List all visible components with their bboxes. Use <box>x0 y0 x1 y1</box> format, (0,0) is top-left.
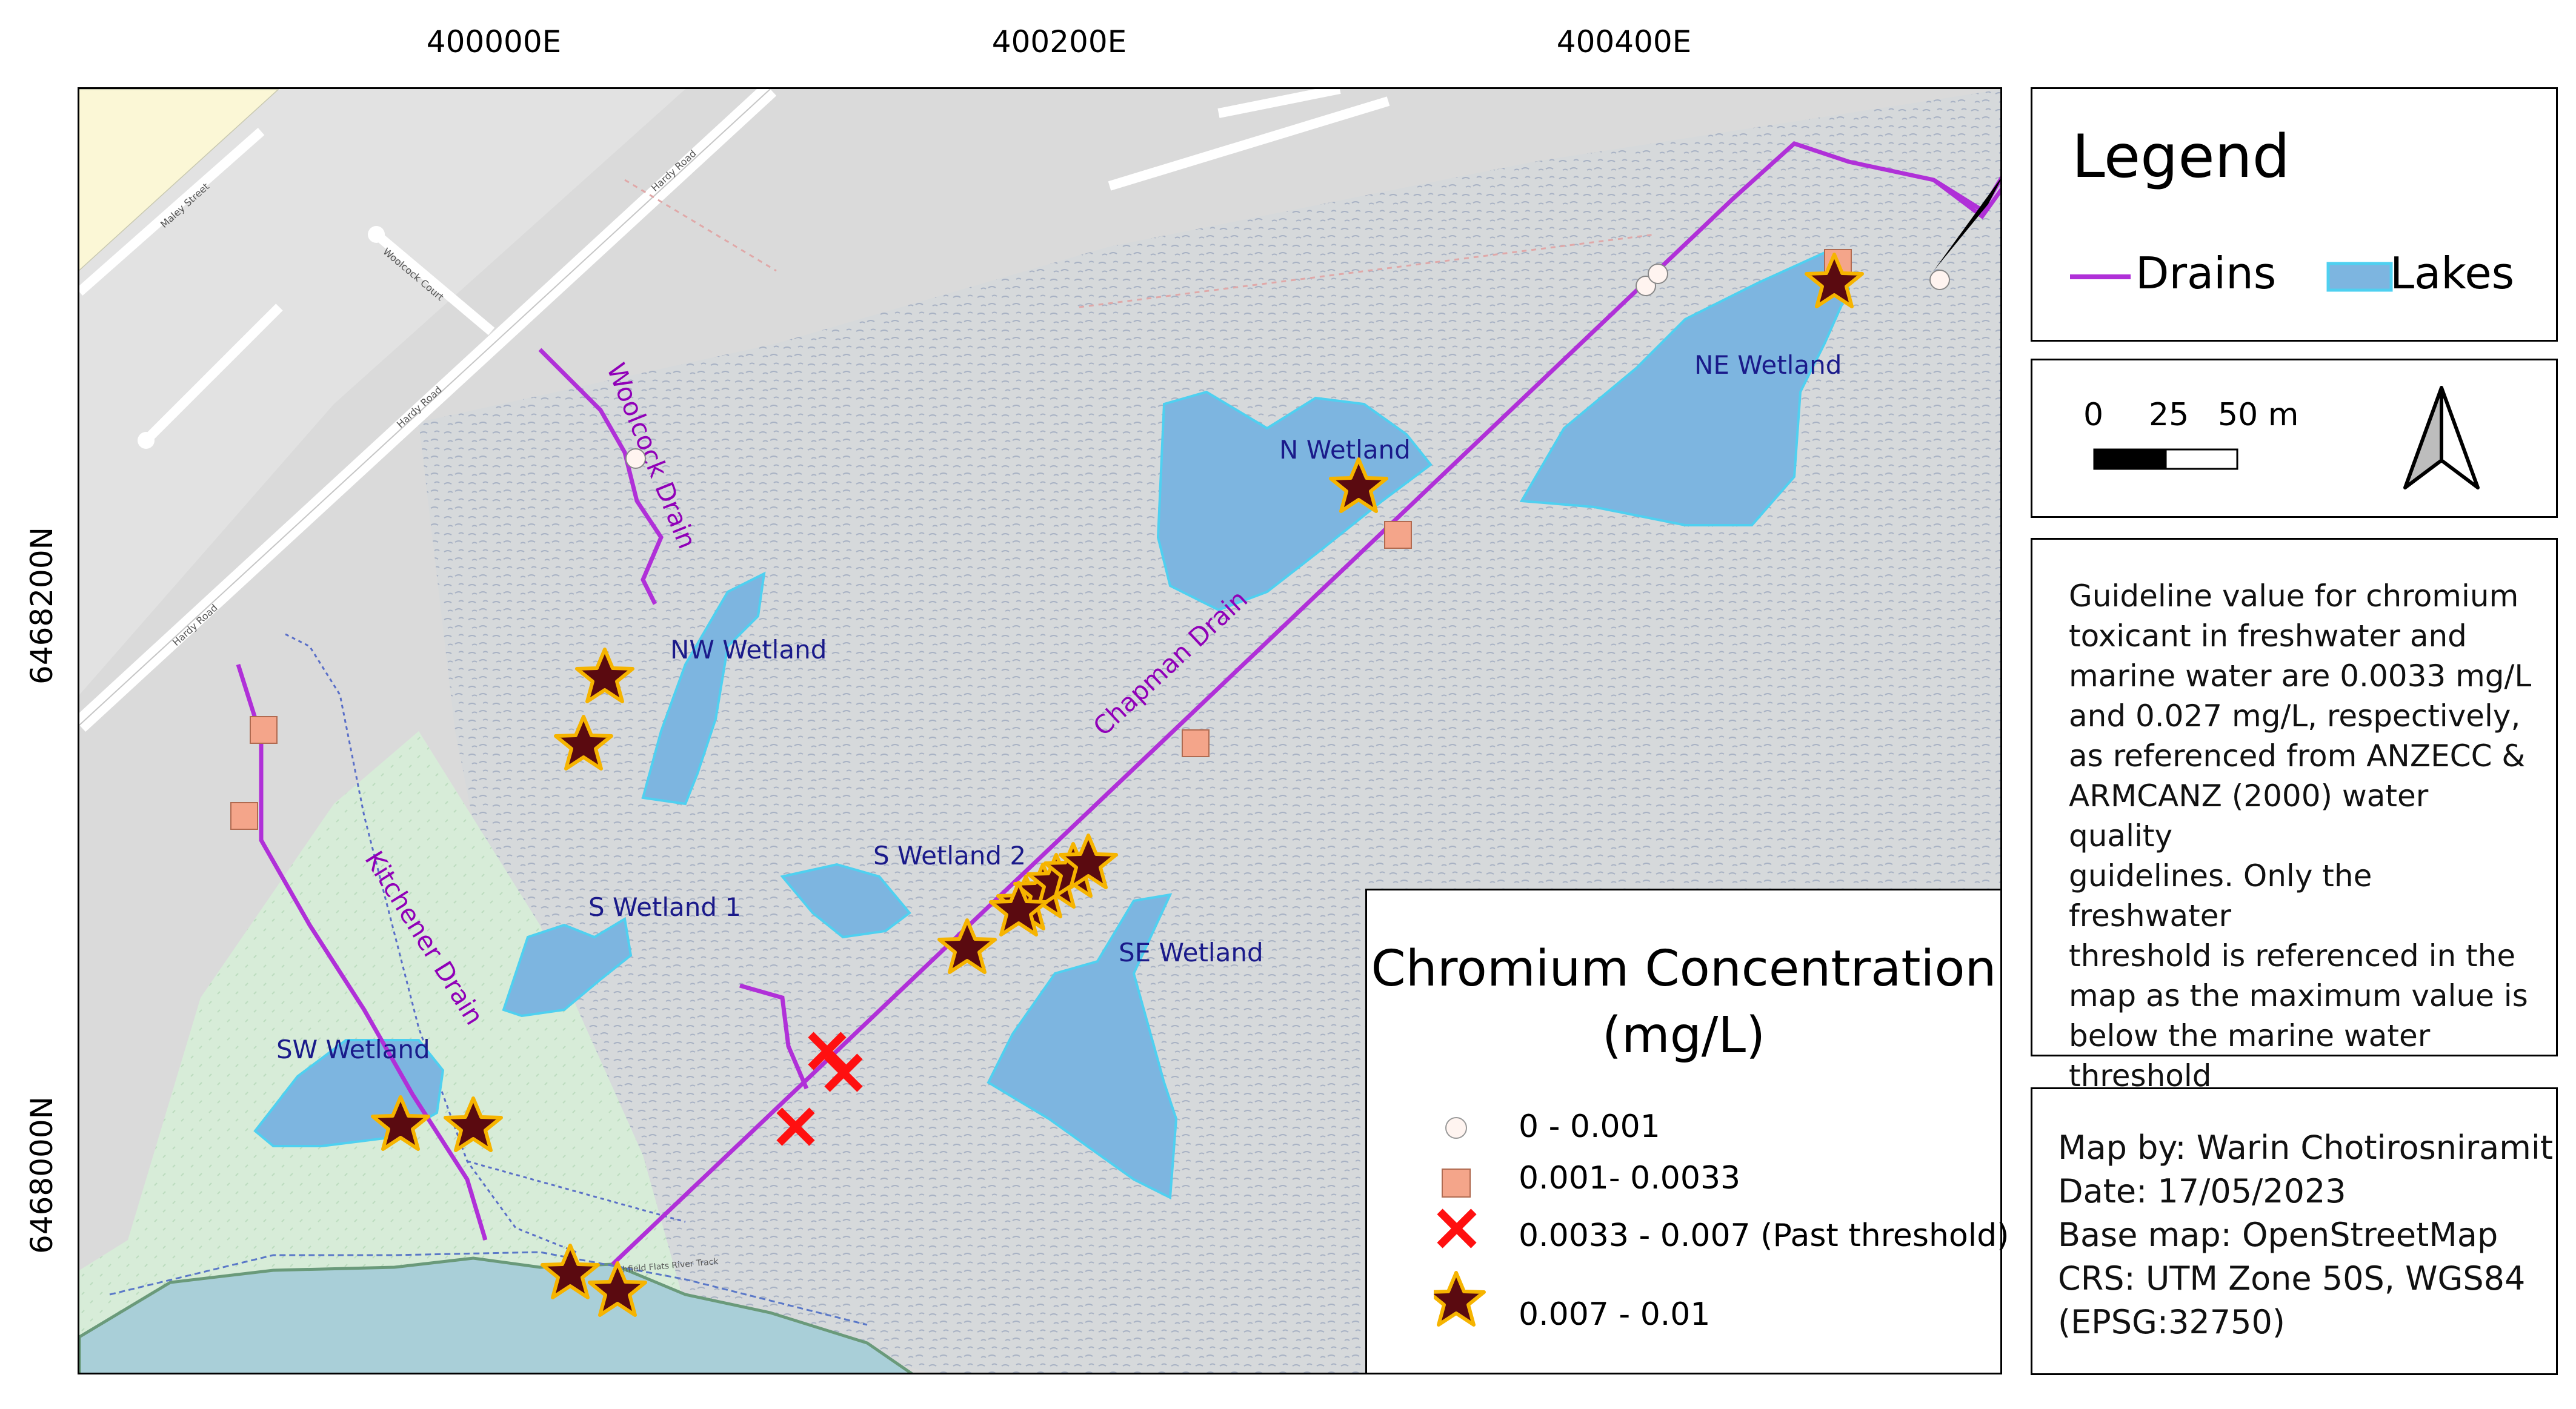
note-line: threshold is referenced in the <box>2069 938 2516 973</box>
credit-crs: CRS: UTM Zone 50S, WGS84 <box>2058 1259 2526 1298</box>
n-wetland-lake <box>1156 390 1433 612</box>
s-wetland-2-lake <box>780 863 911 939</box>
nw-wetland-lake <box>641 571 766 806</box>
sw-wetland-label: SW Wetland <box>276 1035 430 1064</box>
sample-point-square <box>230 802 258 830</box>
woolcock-drain-line <box>538 348 664 605</box>
note-line: map as the maximum value is <box>2069 978 2528 1013</box>
drains-legend-label: Drains <box>2135 248 2277 299</box>
sample-point-square <box>1384 521 1412 549</box>
note-line: toxicant in freshwater and <box>2069 618 2467 654</box>
concentration-legend-title-line1: Chromium Concentration <box>1371 940 1997 998</box>
legend-title: Legend <box>2072 122 2290 191</box>
sample-point-square <box>250 716 278 744</box>
se-wetland-lake <box>987 893 1178 1200</box>
drains-legend-icon <box>2070 274 2131 279</box>
credit-basemap: Base map: OpenStreetMap <box>2058 1216 2498 1254</box>
concentration-class-label: 0 - 0.001 <box>1519 1109 1660 1145</box>
legend-cross-icon <box>1437 1208 1477 1248</box>
kitchener-drain-line <box>236 663 488 1241</box>
sample-point-low <box>1648 264 1668 284</box>
concentration-legend-symbols <box>1434 1117 1486 1327</box>
n-wetland-label: N Wetland <box>1279 435 1411 465</box>
credit-epsg: (EPSG:32750) <box>2058 1303 2285 1341</box>
ne-wetland-label: NE Wetland <box>1694 350 1842 380</box>
northing-label-6468200: 6468200N <box>24 526 59 685</box>
easting-label-400200: 400200E <box>991 24 1127 59</box>
easting-label-400400: 400400E <box>1556 24 1692 59</box>
legend-star-icon <box>1434 1271 1486 1327</box>
concentration-legend-title-line2: (mg/L) <box>1602 1007 1766 1064</box>
s-wetland-1-label: S Wetland 1 <box>588 892 741 922</box>
note-line: below the marine water <box>2069 1018 2431 1053</box>
guideline-note-text: Guideline value for chromium toxicant in… <box>2069 576 2541 1096</box>
concentration-class-label: 0.0033 - 0.007 (Past threshold) <box>1519 1218 2009 1254</box>
legend-panel: Legend Drains Lakes <box>2031 87 2558 342</box>
scale-label-0: 0 <box>2083 397 2104 433</box>
sample-point-low <box>625 448 646 469</box>
scale-bar-panel: 0 25 50 m <box>2031 359 2558 518</box>
north-arrow-icon <box>2403 386 2480 489</box>
sample-points-class-1 <box>625 264 1950 469</box>
northing-label-6468000: 6468000N <box>24 1096 59 1254</box>
nw-wetland-label: NW Wetland <box>670 635 827 665</box>
lakes-legend-label: Lakes <box>2390 248 2515 299</box>
note-line: guidelines. Only the freshwater <box>2069 858 2372 933</box>
credit-date: Date: 17/05/2023 <box>2058 1172 2346 1210</box>
s-wetland-1-lake <box>502 917 633 1018</box>
scale-label-25: 25 <box>2149 397 2189 433</box>
concentration-class-label: 0.007 - 0.01 <box>1519 1296 1711 1333</box>
sample-point-cross <box>824 1053 863 1092</box>
lakes-legend-icon <box>2326 262 2393 292</box>
sample-point-cross <box>776 1107 815 1146</box>
note-line: as referenced from ANZECC & <box>2069 738 2526 774</box>
easting-label-400000: 400000E <box>426 24 562 59</box>
concentration-legend-title: Chromium Concentration (mg/L) <box>1367 936 2000 1069</box>
note-line: ARMCANZ (2000) water quality <box>2069 778 2429 854</box>
sample-point-square <box>1182 729 1210 757</box>
legend-white-circle-icon <box>1445 1117 1467 1139</box>
sample-points-class-3 <box>776 1032 863 1146</box>
credits-panel: Map by: Warin Chotirosniramit Date: 17/0… <box>2031 1087 2558 1375</box>
scale-bar <box>2093 448 2238 470</box>
se-wetland-label: SE Wetland <box>1119 938 1263 967</box>
legend-square-icon <box>1442 1169 1471 1198</box>
credit-author: Map by: Warin Chotirosniramit <box>2058 1129 2554 1167</box>
scale-label-50: 50 m <box>2218 397 2299 433</box>
sample-point-low <box>1929 270 1950 290</box>
note-line: Guideline value for chromium <box>2069 579 2519 614</box>
guideline-note-panel: Guideline value for chromium toxicant in… <box>2031 538 2558 1093</box>
s-wetland-2-label: S Wetland 2 <box>873 841 1026 870</box>
note-line: marine water are 0.0033 mg/L <box>2069 658 2532 694</box>
concentration-legend: Chromium Concentration (mg/L) 0 - 0.001 … <box>1365 889 2009 1374</box>
ne-wetland-lake <box>1519 251 1851 526</box>
concentration-class-label: 0.001- 0.0033 <box>1519 1160 1741 1196</box>
note-line: and 0.027 mg/L, respectively, <box>2069 698 2521 734</box>
